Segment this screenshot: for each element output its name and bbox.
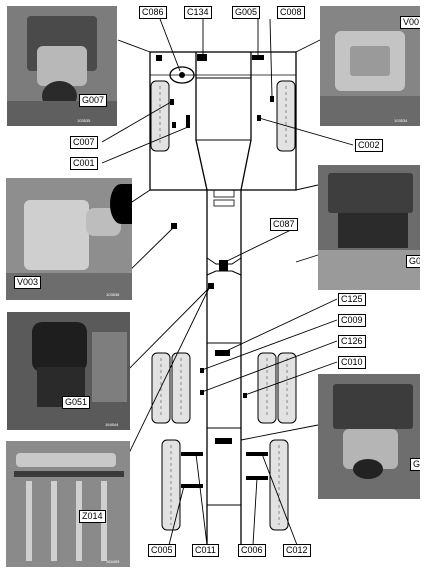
- cross-member: [213, 189, 235, 198]
- photo-id: 103535: [77, 118, 91, 123]
- wheel-rear-right: [269, 439, 289, 531]
- label-c010: C010: [338, 356, 366, 369]
- photo-g007: G007 103535: [7, 6, 117, 126]
- wheel-mid-right-inner: [257, 352, 277, 424]
- photo-label: Z014: [79, 510, 106, 523]
- label-c009: C009: [338, 314, 366, 327]
- photo-g051: G051 164544: [7, 312, 130, 430]
- c001-marker-b: [172, 122, 176, 128]
- label-c086: C086: [139, 6, 167, 19]
- photo-label: G007: [79, 94, 108, 107]
- label-c008: C008: [277, 6, 305, 19]
- leader-lines: [101, 18, 354, 546]
- label-c087: C087: [270, 218, 298, 231]
- photo-label: G051: [62, 396, 91, 409]
- cab-outline: [149, 51, 297, 191]
- photo-label: V00: [400, 16, 420, 29]
- photo-g0: G0: [318, 165, 420, 290]
- c086-marker: [179, 72, 185, 78]
- photo-id: 164499: [106, 559, 120, 564]
- c007-marker: [170, 99, 174, 105]
- c134-marker: [197, 54, 207, 61]
- c008-marker: [270, 96, 274, 102]
- label-c125: C125: [338, 293, 366, 306]
- photo-id: 103536: [106, 292, 120, 297]
- frame-rail-right: [240, 52, 252, 548]
- wheel-rear-left: [161, 439, 181, 531]
- rear-marker: [215, 438, 232, 444]
- c001-marker: [186, 115, 190, 128]
- c009-marker: [200, 368, 204, 373]
- v003-marker: [171, 223, 177, 229]
- axle-bar: [181, 452, 203, 456]
- photo-z014: Z014 164499: [6, 441, 130, 567]
- c126-marker: [200, 390, 204, 395]
- label-c134: C134: [184, 6, 212, 19]
- photo-id: 164544: [105, 422, 119, 427]
- frame-rail-left: [195, 52, 208, 548]
- label-c005: C005: [148, 544, 176, 557]
- c010-marker: [243, 393, 247, 398]
- cross-member: [213, 199, 235, 207]
- c087-marker: [219, 260, 228, 271]
- g005-marker: [252, 55, 264, 60]
- axle-bar: [246, 452, 268, 456]
- wheel-mid-right-outer: [277, 352, 297, 424]
- label-c002: C002: [355, 139, 383, 152]
- label-c007: C007: [70, 136, 98, 149]
- wheel-front-right: [276, 80, 296, 152]
- photo-id: 103534: [394, 118, 408, 123]
- label-c126: C126: [338, 335, 366, 348]
- photo-label: V003: [14, 276, 42, 289]
- photo-v00: V00 103534: [320, 6, 420, 126]
- photo-label: G: [410, 458, 420, 471]
- c086-circle: [169, 66, 195, 84]
- wheel-front-left: [150, 80, 170, 152]
- photo-g: G: [318, 374, 420, 499]
- label-c006: C006: [238, 544, 266, 557]
- axle-bar: [181, 484, 203, 488]
- label-c001: C001: [70, 157, 98, 170]
- photo-v003: V003 103536: [6, 178, 132, 300]
- label-c012: C012: [283, 544, 311, 557]
- label-c011: C011: [192, 544, 219, 557]
- label-g005: G005: [232, 6, 261, 19]
- photo-label: G0: [406, 255, 420, 268]
- cross-member: [206, 270, 242, 276]
- cab-marker: [156, 55, 162, 61]
- wheel-mid-left-inner: [171, 352, 191, 424]
